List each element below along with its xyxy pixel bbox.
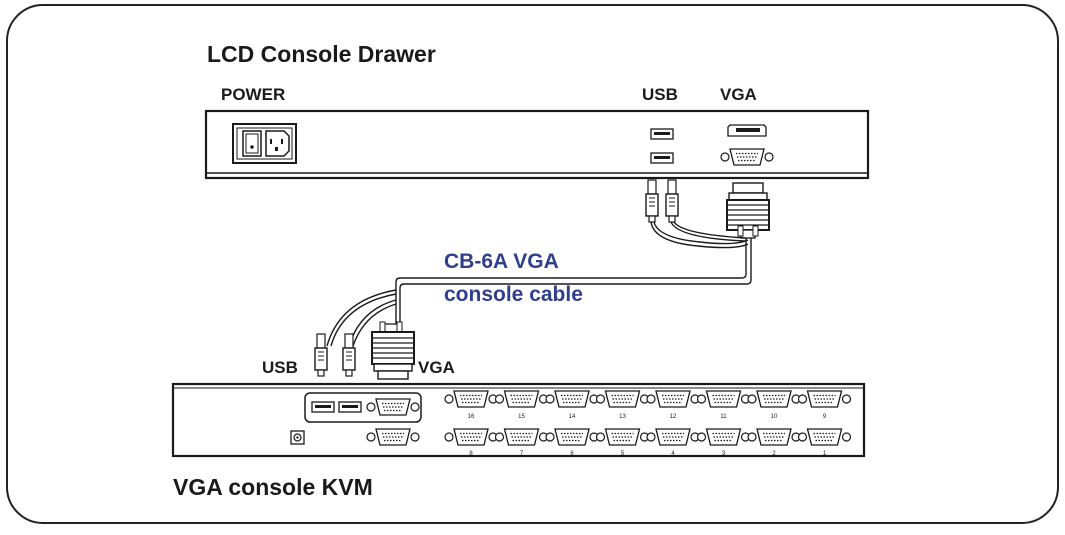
kvm-port-number-16: 16 [468,414,475,420]
outer-frame [6,4,1059,524]
drawer-vga-connector-icon [726,182,770,239]
kvm-port-number-2: 2 [772,451,776,457]
kvm-computer-ports: 16 15 14 13 12 11 10 9 8 7 6 5 4 3 2 1 [444,390,852,457]
kvm-usb-plugs [314,333,356,377]
kvm-port-number-13: 13 [619,414,626,420]
kvm-port-number-3: 3 [722,451,726,457]
power-label: POWER [221,85,286,104]
drawer-usb-label: USB [642,85,678,104]
kvm-port-number-1: 1 [823,451,827,457]
lcd-drawer-panel [204,109,870,180]
cable-label-line1: CB-6A VGA [444,250,559,273]
drawer-display-port-icon [727,124,767,137]
kvm-port-number-8: 8 [469,451,473,457]
kvm-port-number-14: 14 [569,414,576,420]
drawer-usb-plugs [645,179,679,223]
console-cable [326,221,752,347]
cable-label-line2: console cable [444,283,583,306]
kvm-port-number-5: 5 [621,451,625,457]
kvm-port-number-10: 10 [771,414,778,420]
power-inlet-icon [232,123,297,164]
kvm-port-number-12: 12 [670,414,677,420]
kvm-console-port-group [304,392,422,423]
kvm-port-number-9: 9 [823,414,827,420]
drawer-vga-label: VGA [720,85,757,104]
kvm-port-number-7: 7 [520,451,524,457]
kvm-port-number-4: 4 [671,451,675,457]
kvm-port-number-6: 6 [570,451,574,457]
kvm-port-number-15: 15 [518,414,525,420]
kvm-vga-label: VGA [418,358,455,377]
kvm-port-number-11: 11 [720,414,727,420]
kvm-title: VGA console KVM [173,474,373,500]
kvm-dc-jack-icon [290,430,305,445]
kvm-usb-label: USB [262,358,298,377]
kvm-vga-connector-icon [371,321,415,380]
drawer-title: LCD Console Drawer [207,41,436,67]
